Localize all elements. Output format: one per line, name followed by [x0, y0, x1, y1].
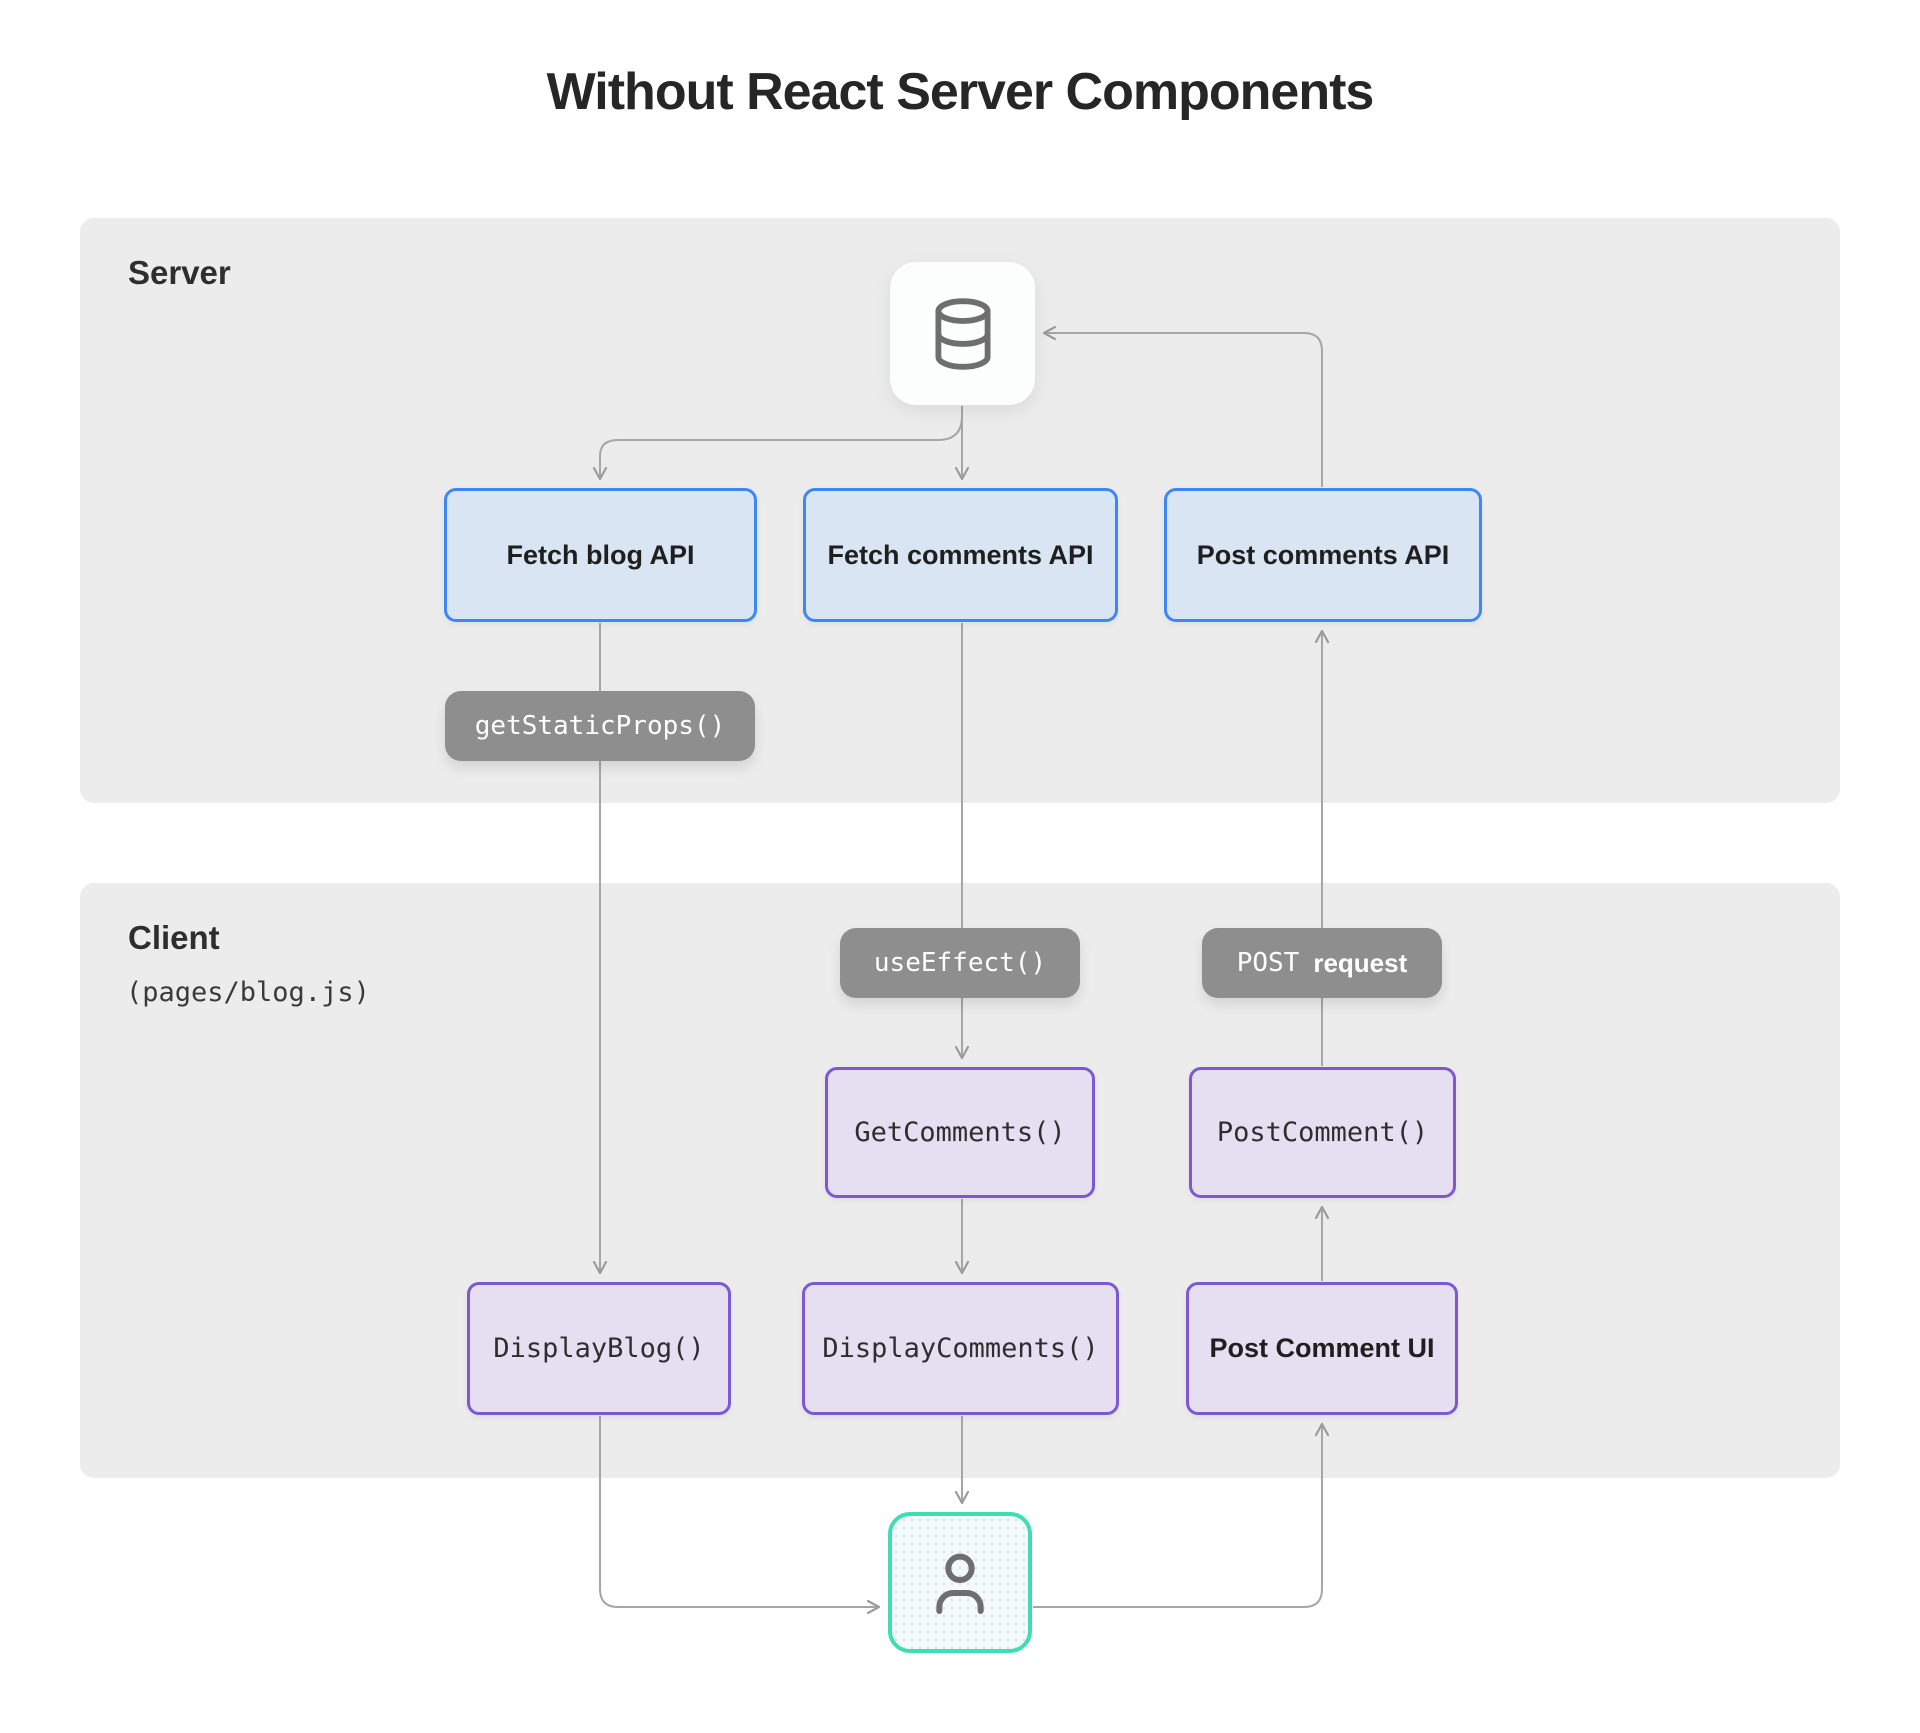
- pill-use-effect-label: useEffect(): [873, 948, 1047, 978]
- node-fetch-comments-api: Fetch comments API: [803, 488, 1118, 622]
- node-get-comments: GetComments(): [825, 1067, 1095, 1198]
- pill-get-static-props-label: getStaticProps(): [474, 711, 726, 741]
- client-section-sublabel: (pages/blog.js): [126, 977, 370, 1008]
- node-post-comment-ui-label: Post Comment UI: [1209, 1333, 1435, 1363]
- diagram-title: Without React Server Components: [546, 63, 1375, 121]
- node-display-comments: DisplayComments(): [802, 1282, 1119, 1415]
- database-icon: [934, 297, 991, 370]
- node-post-comments-api-label: Post comments API: [1196, 539, 1450, 570]
- node-post-comments-api: Post comments API: [1164, 488, 1482, 622]
- user-node: [888, 1512, 1032, 1653]
- pill-request-label: request: [1313, 947, 1408, 978]
- user-icon: [936, 1553, 984, 1614]
- node-get-comments-label: GetComments(): [854, 1117, 1066, 1148]
- node-display-blog-label: DisplayBlog(): [493, 1333, 705, 1364]
- node-fetch-blog-api: Fetch blog API: [444, 488, 757, 622]
- node-display-blog: DisplayBlog(): [467, 1282, 731, 1415]
- node-post-comment-ui: Post Comment UI: [1186, 1282, 1458, 1415]
- pill-post-label: POST: [1236, 948, 1300, 978]
- pill-get-static-props: getStaticProps(): [445, 691, 755, 761]
- node-fetch-blog-api-label: Fetch blog API: [506, 539, 695, 570]
- node-fetch-comments-api-label: Fetch comments API: [827, 539, 1094, 570]
- client-section-label: Client: [128, 919, 220, 956]
- server-section-label: Server: [128, 254, 231, 291]
- node-post-comment: PostComment(): [1189, 1067, 1456, 1198]
- database-node: [890, 262, 1035, 405]
- pill-post-request: POST request: [1202, 928, 1442, 998]
- node-display-comments-label: DisplayComments(): [822, 1333, 1099, 1364]
- node-post-comment-label: PostComment(): [1216, 1117, 1429, 1148]
- pill-use-effect: useEffect(): [840, 928, 1080, 998]
